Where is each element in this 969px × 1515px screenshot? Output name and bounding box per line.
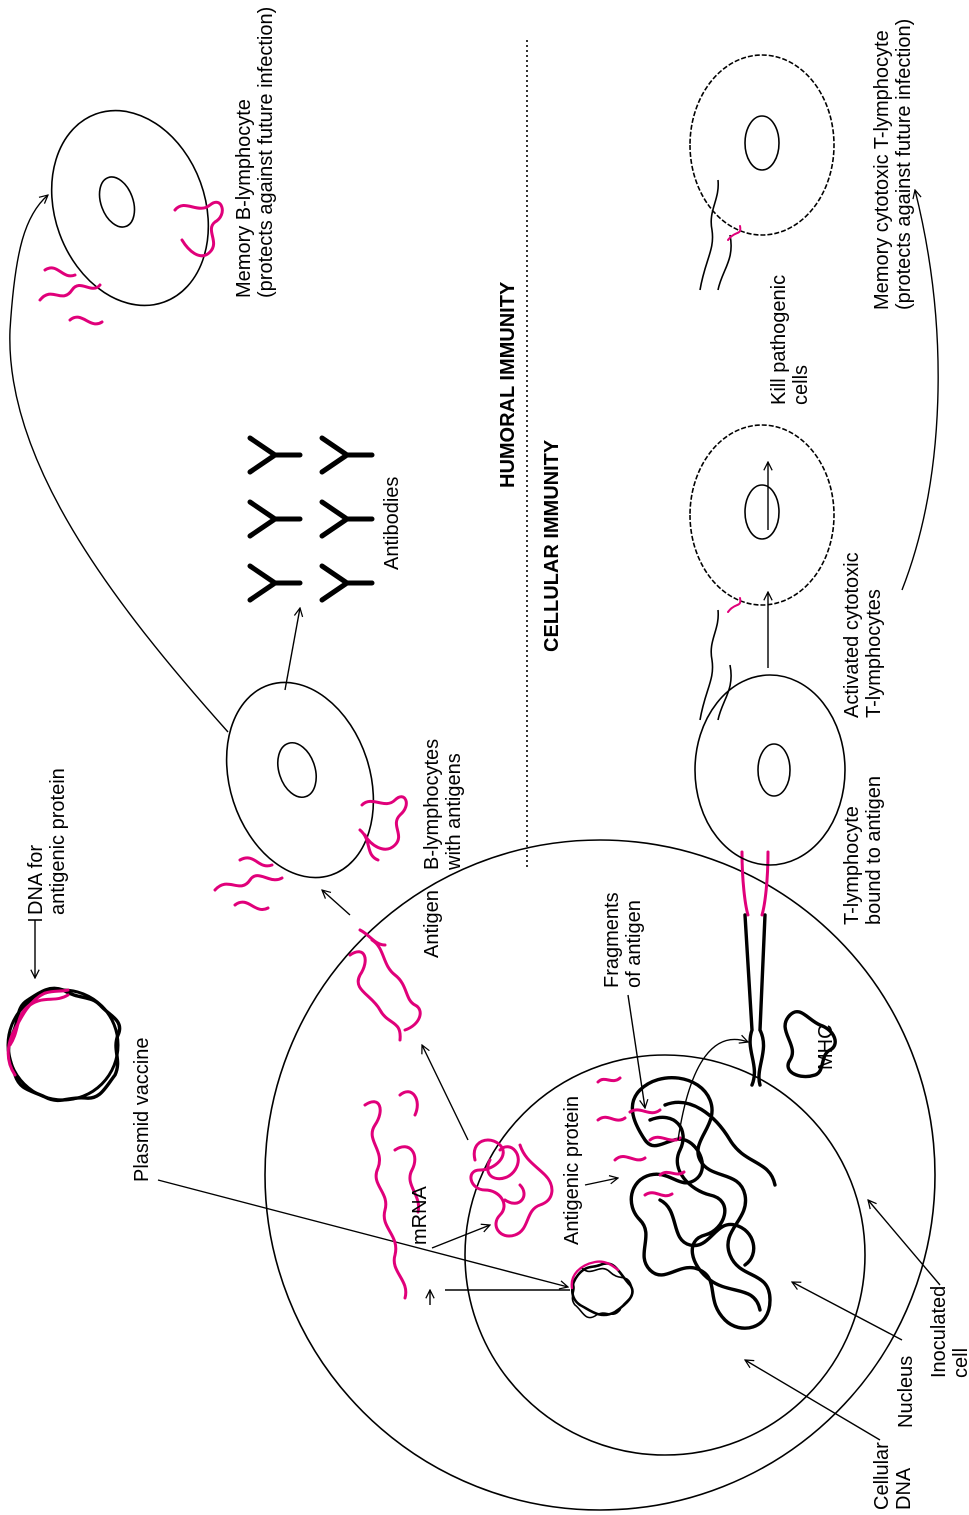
cellular-dna-icon [629,1075,777,1330]
humoral-immunity-heading: HUMORAL IMMUNITY [497,281,519,488]
plasmid-to-nucleus-arrow [157,1179,568,1287]
memory-b-antigen-right [173,200,224,258]
activated-to-memory-arrow [901,190,939,591]
memory-cytotoxic-t-cell [689,54,835,291]
bcell-to-memory-arrow [9,195,229,733]
nucleus-label: Nucleus [895,1356,917,1428]
mhc-label: MHC [815,1024,837,1070]
fragments-label: Fragments of antigen [601,887,645,988]
protein-cluster [469,1138,554,1238]
memory-b-label: Memory B-lymphocyte (protects against fu… [233,7,277,298]
b-cell-antigen-right [358,795,408,862]
antigen-label: Antigen [421,890,443,958]
cellular-immunity-heading: CELLULAR IMMUNITY [541,439,563,652]
t-cell-receptor-icon [740,850,770,1087]
plasmid-vaccine-label: Plasmid vaccine [131,1037,153,1182]
b-lymphocyte [225,681,375,879]
protein-to-antigen-arrow [422,1045,469,1141]
antigen-to-bcell-arrow [322,890,351,916]
inoculated-cell-label: Inoculated cell [928,1280,969,1378]
b-cell-antigen-left [213,856,284,911]
memory-b-antigen-left [38,266,104,326]
nucleus [464,1054,866,1456]
activated-cytotoxic-t-cell [689,424,835,721]
fragments-pointer-arrow [627,994,645,1108]
inoculated-cell [264,839,936,1511]
mrna-label: mRNA [409,1185,431,1245]
memory-cytotoxic-label: Memory cytotoxic T-lymphocyte (protects … [871,19,915,310]
plasmid-in-nucleus-icon [570,1260,634,1319]
antibodies-label: Antibodies [381,477,403,570]
antigenic-protein-label: Antigenic protein [561,1096,583,1245]
antibodies-icon [247,435,375,603]
kill-pathogenic-label: Kill pathogenic cells [768,269,812,405]
mhc-icon [783,1009,837,1079]
t-lymphocyte-label: T-lymphocyte bound to antigen [841,776,885,925]
inoculated-cell-pointer-arrow [868,1200,941,1286]
mrna-to-protein-arrow [431,1225,490,1249]
b-lymphocytes-label: B-lymphocytes with antigens [421,733,465,871]
nucleus-pointer-arrow [792,1282,903,1341]
dna-label: DNA for antigenic protein [25,768,69,915]
fragments-to-tcell-arrow [677,1039,748,1141]
plasmid-vaccine-icon [6,986,122,1103]
activated-cytotoxic-label: Activated cytotoxic T-lymphocytes [841,547,885,718]
cellular-dna-label: Cellular DNA [871,1437,915,1510]
mrna-strand [363,1090,421,1300]
cellular-dna-pointer-arrow [745,1360,881,1441]
memory-b-lymphocyte [50,109,210,307]
protein-to-fragments-arrow [584,1178,618,1186]
antigen-fragments [596,1076,686,1198]
antigen-strand [348,928,422,1042]
t-lymphocyte [694,674,846,866]
bcell-to-antibodies-arrow [284,608,300,691]
